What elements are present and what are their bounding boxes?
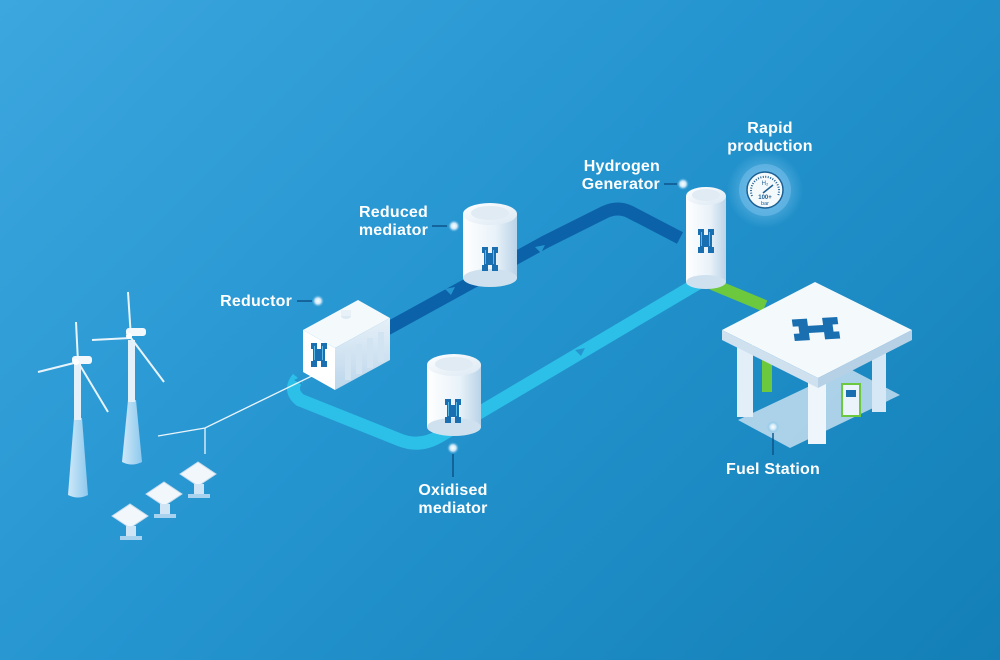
solar-panel-icon [111, 503, 149, 540]
oxidised-mediator-label: Oxidised mediator [393, 482, 513, 518]
connector-dot [447, 442, 459, 454]
reduced-mediator-label-line-2: mediator [358, 222, 428, 239]
wind-turbine-icon [91, 291, 165, 465]
oxidised-mediator-label-line-1: Oxidised [418, 482, 488, 499]
flow-arrow [445, 287, 455, 295]
pressure-gauge-icon: H₂ 100+ bar [727, 152, 803, 228]
reductor-unit [303, 300, 390, 390]
flow-arrow [535, 245, 545, 253]
hydrogen-generator-tank [686, 187, 726, 289]
wind-turbine-icon [37, 321, 109, 498]
power-lines [157, 371, 321, 454]
gauge-unit-label: bar [761, 201, 769, 207]
gauge-top-label: H₂ [762, 181, 769, 187]
flow-arrow [575, 348, 585, 356]
reduced-mediator-label-line-1: Reduced [359, 204, 428, 221]
oxidised-flow-pipe [287, 276, 704, 450]
rapid-production-label-line-1: Rapid [747, 120, 793, 137]
gauge-value-label: 100+ [758, 195, 772, 201]
hydrogen-flow-pipe [709, 278, 768, 312]
label-connectors [297, 178, 779, 477]
reduced-flow-pipe [381, 202, 683, 336]
flow-arrow [294, 376, 302, 385]
oxidised-mediator-tank [427, 354, 481, 436]
fuel-station-label: Fuel Station [726, 461, 820, 478]
rapid-production-label-line-2: production [727, 138, 813, 155]
fuel-station-building [722, 282, 912, 448]
reduced-mediator-label: Reduced mediator [330, 204, 428, 240]
reduced-mediator-tank [463, 203, 517, 287]
oxidised-flow-path [287, 276, 704, 450]
connector-dot [448, 220, 460, 232]
connector-dot [677, 178, 689, 190]
rapid-production-label: Rapid production [710, 120, 830, 156]
connector-dot [767, 421, 779, 433]
hydrogen-generator-label: Hydrogen Generator [550, 158, 660, 194]
oxidised-mediator-label-line-2: mediator [418, 500, 488, 517]
hydrogen-generator-label-line-1: Hydrogen [583, 158, 660, 175]
reductor-label: Reductor [220, 293, 292, 310]
reduced-flow-path [381, 202, 683, 336]
solar-panel-icon [145, 481, 183, 518]
hydrogen-generator-label-line-2: Generator [581, 176, 660, 193]
solar-panel-icon [179, 461, 217, 498]
connector-dot [312, 295, 324, 307]
